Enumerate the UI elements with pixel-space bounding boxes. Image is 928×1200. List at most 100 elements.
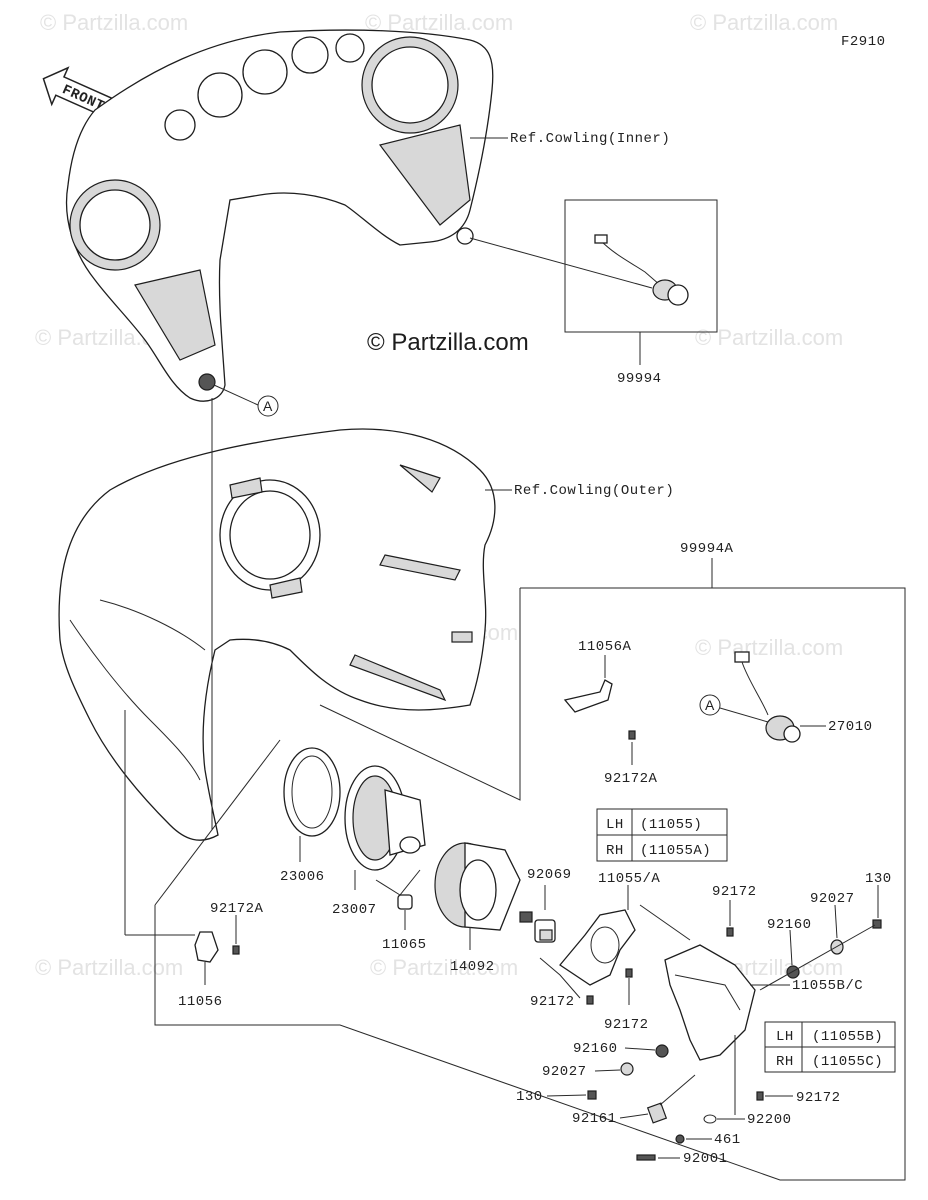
leader-line [639,904,691,941]
bolt-92001-drawing [636,1154,656,1161]
part-number-130-a: 130 [865,871,892,887]
grommet-11065-drawing [397,894,413,910]
part-number-99994: 99994 [617,371,662,387]
watermark: © Partzilla.com [40,10,188,35]
part-number-11055B-C: 11055B/C [792,978,863,994]
figure-code: F2910 [841,34,886,50]
part-number-92027-b: 92027 [542,1064,587,1080]
part-box-99994 [564,199,718,333]
part-number-92172-d: 92172 [796,1090,841,1106]
clip-11056-drawing [194,931,219,963]
table-part: (11055C) [812,1054,883,1070]
leader-line [375,869,421,896]
part-number-92160-b: 92160 [573,1041,618,1057]
ring-23006-drawing [283,747,341,837]
leader-line [719,707,769,723]
collar-92160-drawing [655,1044,669,1058]
table-side: RH [606,843,624,859]
leader-line [619,1113,649,1119]
leader-line [834,904,838,939]
copyright-text: © Partzilla.com [367,329,529,356]
part-number-92172-c: 92172 [712,884,757,900]
socket-27010-drawing [734,651,801,743]
ref-cowling-outer-label: Ref.Cowling(Outer) [514,483,674,499]
nut-461-drawing [675,1134,685,1144]
lhrh-table-11055BC: LH (11055B) RH (11055C) [764,1021,896,1073]
damper-92161-drawing [646,1102,668,1124]
table-part: (11055B) [812,1029,883,1045]
collar-92160-drawing [786,965,800,979]
part-number-11055-A: 11055/A [598,871,660,887]
leader-line [539,957,581,999]
screw-92172-drawing [756,1091,764,1101]
headlight-23007-drawing [344,765,426,871]
part-number-11056A: 11056A [578,639,632,655]
kit-frame-99994A-inner [319,588,521,801]
part-number-92027-a: 92027 [810,891,855,907]
leader-line [546,1094,587,1097]
outer-cowling-drawing [58,428,496,841]
lhrh-table-11055: LH (11055) RH (11055A) [596,808,728,862]
part-number-92200: 92200 [747,1112,792,1128]
bracket-11056A-drawing [563,679,613,713]
screw-92172-drawing [586,995,594,1005]
kit-frame-99994A [154,587,906,1181]
bolt-130-drawing [872,919,882,929]
watermark: © Partzilla.com [695,635,843,660]
part-number-23006: 23006 [280,869,325,885]
callout-a-label: A [705,697,715,713]
leader-line [624,1047,656,1051]
bracket-11055BC-drawing [664,944,756,1061]
part-number-130-b: 130 [516,1089,543,1105]
washer-92027-drawing [620,1062,634,1076]
screw-92172-drawing [726,927,734,937]
part-number-11065: 11065 [382,937,427,953]
callout-a-label: A [263,398,273,414]
leader-line [759,924,876,991]
socket-99994-drawing [594,234,689,306]
screw-92172A-drawing [628,730,636,740]
callout-a-circle [257,395,279,417]
callout-a-circle [699,694,721,716]
leader-line [659,1074,696,1106]
leader-line [213,384,259,406]
part-number-92001: 92001 [683,1151,728,1167]
cover-14092-drawing [434,842,521,931]
screw-92172-drawing [625,968,633,978]
ref-cowling-inner-label: Ref.Cowling(Inner) [510,131,670,147]
part-number-461: 461 [714,1132,741,1148]
leader-line [789,929,793,966]
table-part: (11055A) [640,843,711,859]
bolt-130-drawing [587,1090,597,1100]
part-number-11056: 11056 [178,994,223,1010]
watermark: © Partzilla.com [370,955,518,980]
table-part: (11055) [640,817,702,833]
part-number-92172A-upper: 92172A [604,771,658,787]
inner-cowling-drawing [65,29,494,402]
watermark: © Partzilla.com [695,325,843,350]
bulb-92069-drawing [519,911,556,943]
washer-92200-drawing [703,1114,717,1124]
part-number-92172-b: 92172 [604,1017,649,1033]
leader-line [469,237,653,289]
table-side: LH [776,1029,794,1045]
table-side: RH [776,1054,794,1070]
watermark: © Partzilla.com [35,955,183,980]
bracket-11055-drawing [559,909,636,986]
table-side: LH [606,817,624,833]
leader-line [594,1069,621,1072]
part-number-23007: 23007 [332,902,377,918]
part-number-27010: 27010 [828,719,873,735]
part-number-92069: 92069 [527,867,572,883]
part-number-92161: 92161 [572,1111,617,1127]
part-number-92172-a: 92172 [530,994,575,1010]
watermark: © Partzilla.com [690,10,838,35]
part-number-92160-a: 92160 [767,917,812,933]
screw-92172A-drawing [232,945,240,955]
part-number-14092: 14092 [450,959,495,975]
part-number-92172A-lower: 92172A [210,901,264,917]
kit-frame-99994A-inner [154,739,281,906]
part-number-99994A: 99994A [680,541,734,557]
